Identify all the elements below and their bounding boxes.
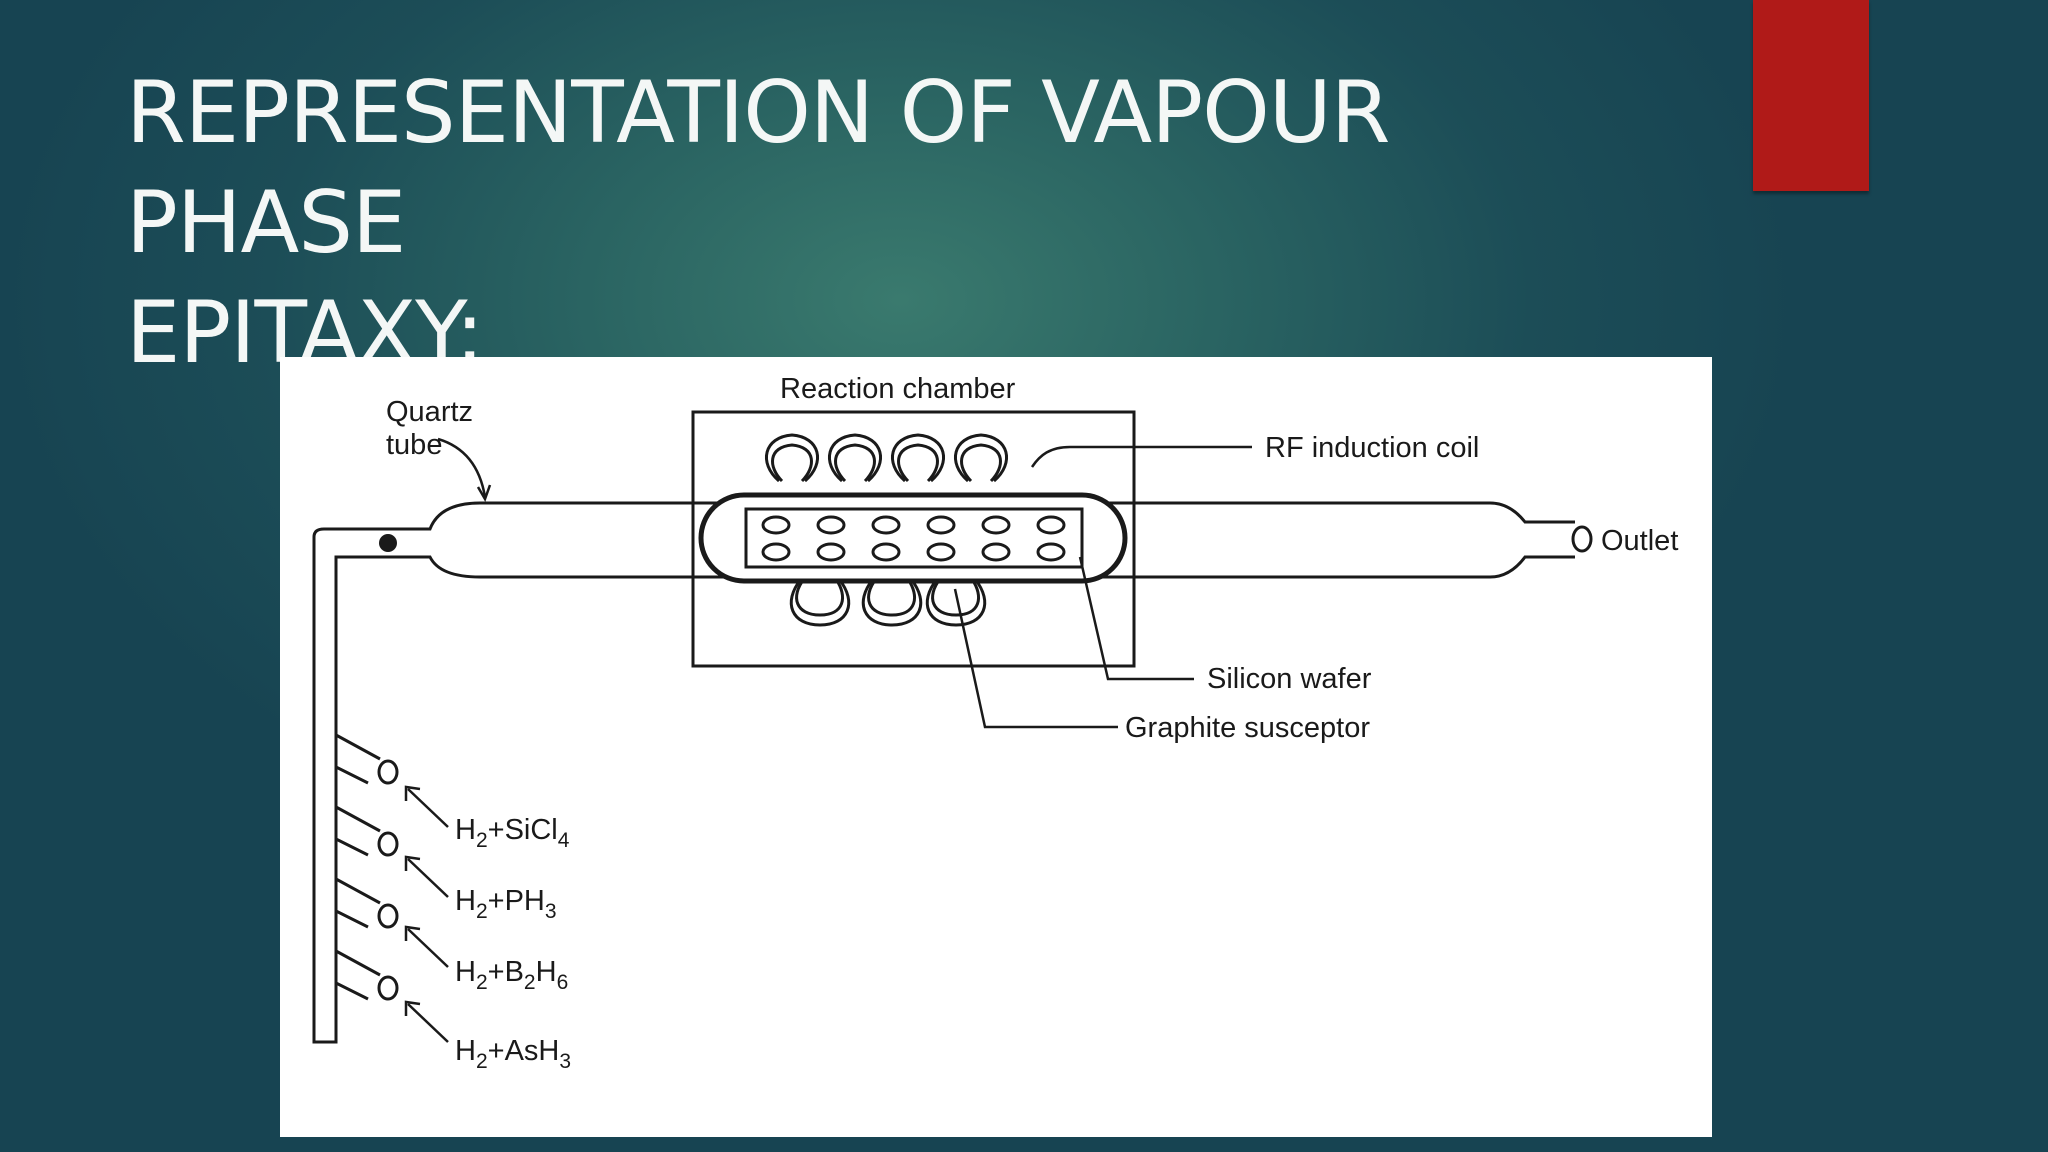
joint-dot — [379, 534, 397, 552]
graphite-leader — [953, 588, 1118, 729]
reaction-chamber-box — [691, 410, 1136, 668]
silicon-wafer-label: Silicon wafer — [1207, 663, 1372, 695]
graphite-susceptor-label: Graphite susceptor — [1125, 712, 1370, 744]
quartz-label-line-2: tube — [386, 429, 442, 461]
rf-coil-top — [764, 433, 1009, 483]
outlet-label: Outlet — [1601, 525, 1678, 557]
silicon-wafers — [761, 515, 1066, 562]
gas-inlet-label: H2+SiCl4 — [455, 814, 570, 852]
reaction-chamber-label: Reaction chamber — [780, 373, 1016, 405]
graphite-susceptor — [698, 492, 1128, 584]
gas-inlet-label: H2+B2H6 — [455, 956, 568, 994]
quartz-leader — [437, 437, 487, 498]
leader-lines — [437, 437, 1252, 729]
rf-coil-label: RF induction coil — [1265, 432, 1479, 464]
quartz-label-line-1: Quartz — [386, 396, 473, 428]
slide-title-line-1: REPRESENTATION OF VAPOUR PHASE — [126, 63, 1390, 273]
outlet-opening — [1571, 525, 1593, 553]
rf-coil-leader — [1030, 445, 1252, 468]
inlet-stubs — [335, 733, 399, 1001]
red-accent-bar — [1753, 0, 1869, 191]
gas-inlet-label: H2+AsH3 — [455, 1035, 571, 1073]
silicon-wafer-leader — [1078, 556, 1194, 681]
slide-title: REPRESENTATION OF VAPOUR PHASE EPITAXY: — [126, 58, 1686, 388]
rf-coil-bottom — [789, 578, 987, 627]
wafer-tray — [744, 507, 1084, 569]
inlet-arrows — [404, 785, 449, 1043]
vpe-diagram: Quartz tube Reaction chamber RF inductio… — [312, 373, 1678, 1073]
diagram-figure: Quartz tube Reaction chamber RF inductio… — [280, 357, 1712, 1137]
gas-manifold — [312, 527, 397, 1044]
gas-inlet-label: H2+PH3 — [455, 885, 557, 923]
